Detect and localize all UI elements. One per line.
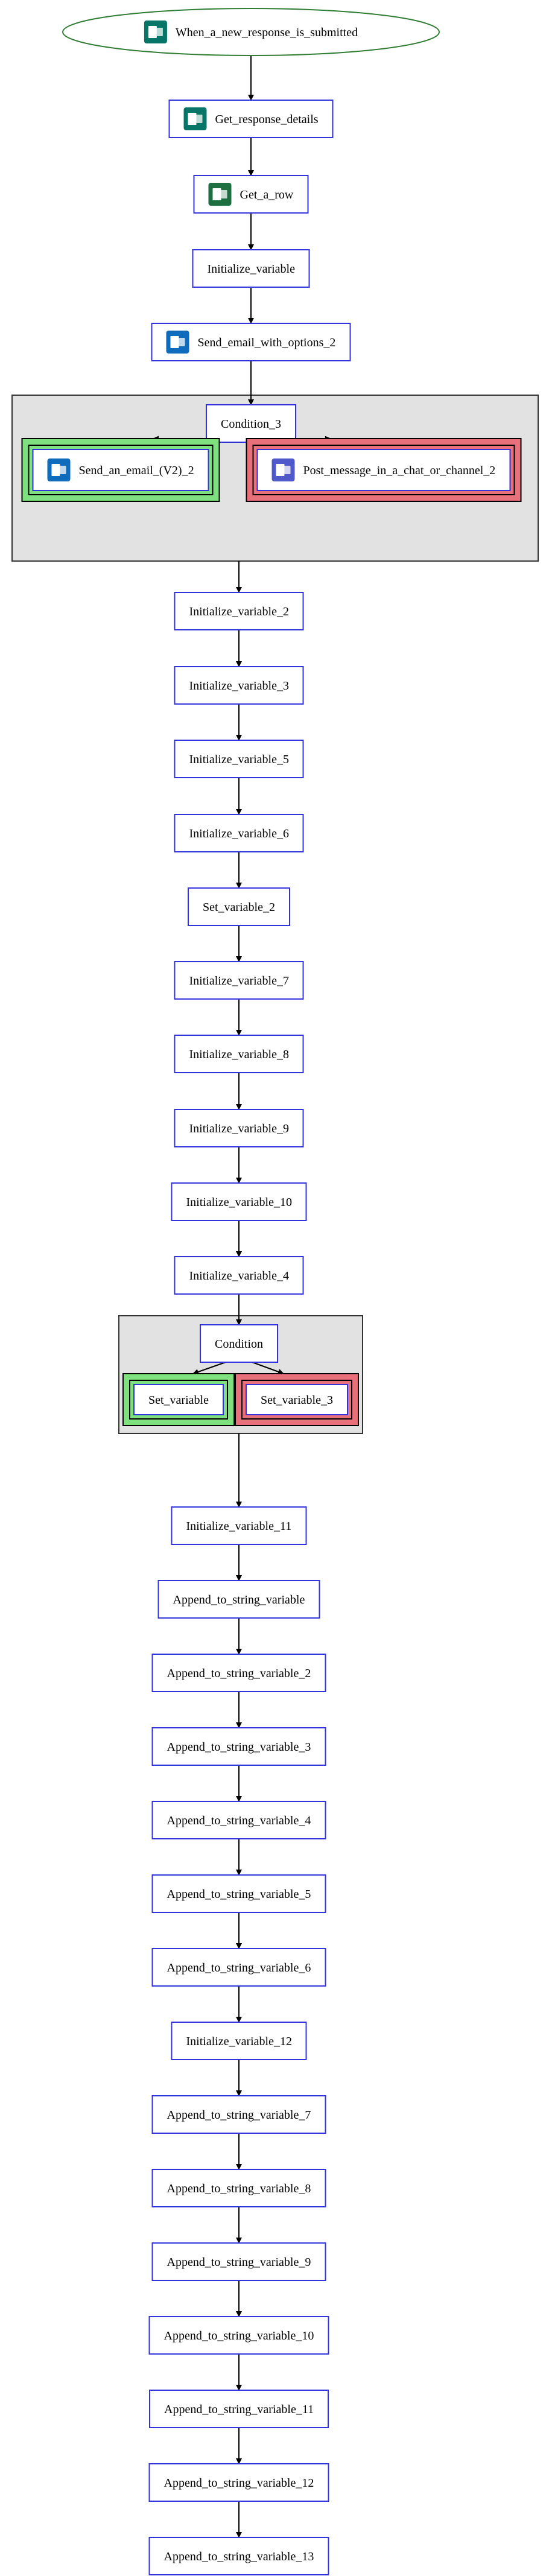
outlook-icon [166,331,189,354]
node-label: Initialize_variable_4 [189,1269,289,1283]
node-label: Initialize_variable_7 [189,974,289,988]
node-label: Set_variable_2 [203,901,275,914]
node-append-to-string-variable-11[interactable]: Append_to_string_variable_11 [149,2390,329,2428]
node-label: Append_to_string_variable_2 [167,1667,311,1680]
no-branch-node[interactable]: Post_message_in_a_chat_or_channel_2 [246,438,522,502]
node-append-to-string-variable-12[interactable]: Append_to_string_variable_12 [148,2463,329,2502]
node-label: Initialize_variable_11 [186,1520,292,1533]
node-label: Condition [215,1337,263,1351]
node-label: Get_a_row [240,188,294,201]
node-label: Initialize_variable_2 [189,605,289,618]
node-get-a-row[interactable]: Get_a_row [193,175,309,214]
condition-node[interactable]: Condition [200,1324,278,1363]
node-label: Set_variable_3 [261,1394,333,1407]
node-append-to-string-variable-13[interactable]: Append_to_string_variable_13 [148,2537,329,2575]
node-append-to-string-variable-6[interactable]: Append_to_string_variable_6 [151,1948,326,1987]
node-label: Initialize_variable_3 [189,679,289,693]
forms-icon [144,21,167,43]
trigger-node[interactable]: When_a_new_response_is_submitted [62,8,440,56]
node-append-to-string-variable-2[interactable]: Append_to_string_variable_2 [151,1654,326,1692]
node-label: Append_to_string_variable_8 [167,2182,311,2195]
node-initialize-variable-11[interactable]: Initialize_variable_11 [171,1506,307,1545]
node-label: Post_message_in_a_chat_or_channel_2 [303,464,496,477]
forms-icon [183,107,207,130]
node-label: Initialize_variable_8 [189,1048,289,1061]
excel-icon [208,183,232,206]
node-initialize-variable-12[interactable]: Initialize_variable_12 [171,2022,307,2060]
node-send-email-with-options-2[interactable]: Send_email_with_options_2 [151,323,351,361]
node-append-to-string-variable[interactable]: Append_to_string_variable [157,1580,320,1619]
node-label: Send_an_email_(V2)_2 [79,464,194,477]
node-append-to-string-variable-7[interactable]: Append_to_string_variable_7 [151,2095,326,2134]
node-label: Send_email_with_options_2 [198,336,336,349]
node-label: Append_to_string_variable [173,1593,305,1607]
node-append-to-string-variable-10[interactable]: Append_to_string_variable_10 [148,2316,329,2355]
node-label: Initialize_variable_9 [189,1122,289,1135]
node-label: Append_to_string_variable_11 [164,2403,314,2416]
node-initialize-variable-9[interactable]: Initialize_variable_9 [174,1109,304,1147]
node-append-to-string-variable-9[interactable]: Append_to_string_variable_9 [151,2242,326,2281]
node-initialize-variable-3[interactable]: Initialize_variable_3 [174,666,304,705]
node-append-to-string-variable-4[interactable]: Append_to_string_variable_4 [151,1801,326,1839]
node-label: Append_to_string_variable_12 [164,2476,314,2490]
node-label: Append_to_string_variable_9 [167,2256,311,2269]
flow-arrow [192,1362,226,1375]
node-initialize-variable-5[interactable]: Initialize_variable_5 [174,740,304,778]
node-append-to-string-variable-3[interactable]: Append_to_string_variable_3 [151,1727,326,1766]
node-label: Get_response_details [215,113,319,126]
node-label: Set_variable [148,1394,209,1407]
node-label: Append_to_string_variable_4 [167,1814,311,1827]
outlook-icon [47,458,71,481]
node-label: Initialize_variable_6 [189,827,289,840]
node-initialize-variable-6[interactable]: Initialize_variable_6 [174,814,304,852]
yes-branch-node[interactable]: Send_an_email_(V2)_2 [21,438,220,502]
node-set-variable-2[interactable]: Set_variable_2 [188,887,290,926]
no-branch-node[interactable]: Set_variable_3 [235,1373,359,1426]
node-initialize-variable-2[interactable]: Initialize_variable_2 [174,592,304,630]
node-initialize-variable[interactable]: Initialize_variable [192,249,310,288]
node-label: Append_to_string_variable_10 [164,2329,314,2343]
node-label: When_a_new_response_is_submitted [176,26,358,39]
node-label: Append_to_string_variable_6 [167,1961,311,1975]
node-label: Initialize_variable [208,262,296,276]
node-label: Initialize_variable_5 [189,753,289,766]
node-label: Condition_3 [221,417,281,431]
yes-branch-node[interactable]: Set_variable [122,1373,235,1426]
node-label: Initialize_variable_12 [186,2035,292,2048]
node-initialize-variable-7[interactable]: Initialize_variable_7 [174,961,304,1000]
flow-arrow [252,1362,284,1375]
node-label: Initialize_variable_10 [186,1196,292,1209]
node-get-response-details[interactable]: Get_response_details [168,100,334,138]
node-label: Append_to_string_variable_3 [167,1740,311,1754]
node-label: Append_to_string_variable_7 [167,2108,311,2122]
node-append-to-string-variable-5[interactable]: Append_to_string_variable_5 [151,1874,326,1913]
node-append-to-string-variable-8[interactable]: Append_to_string_variable_8 [151,2169,326,2207]
node-initialize-variable-8[interactable]: Initialize_variable_8 [174,1035,304,1073]
node-label: Append_to_string_variable_5 [167,1888,311,1901]
node-label: Append_to_string_variable_13 [164,2550,314,2563]
node-initialize-variable-4[interactable]: Initialize_variable_4 [174,1256,304,1295]
condition-node[interactable]: Condition_3 [206,404,296,443]
node-initialize-variable-10[interactable]: Initialize_variable_10 [171,1182,307,1221]
teams-icon [271,458,295,481]
